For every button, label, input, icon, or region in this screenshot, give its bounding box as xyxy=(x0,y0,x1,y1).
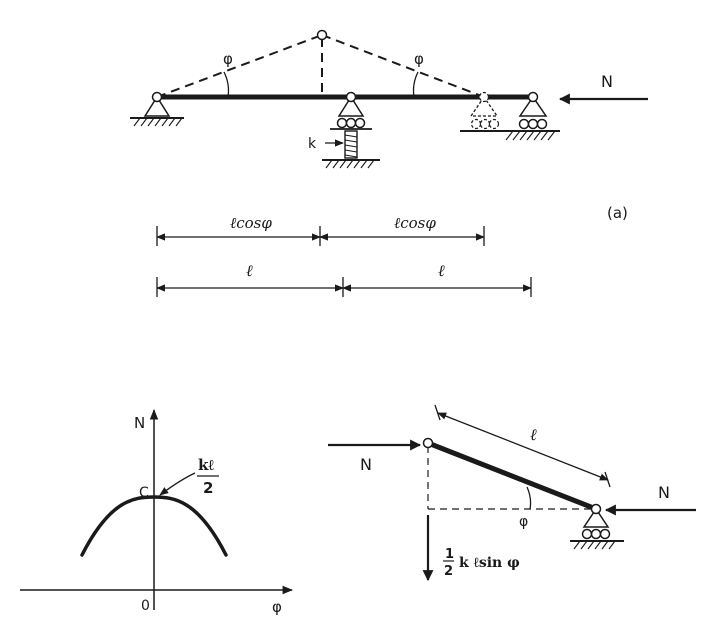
panel-a: φ φ k N (a) ℓcosφ ℓcosφ ℓ ℓ xyxy=(130,29,648,297)
reaction-fraction-numerator: 1 xyxy=(445,547,454,562)
angle-label-left: φ xyxy=(223,50,233,68)
bar-angle-arc xyxy=(526,486,532,510)
angle-label-right: φ xyxy=(414,50,424,68)
deformed-hinge xyxy=(316,29,328,41)
peak-point-label: C xyxy=(139,485,149,501)
dim-label-top-right: ℓcosφ xyxy=(394,214,436,232)
angle-arc-right xyxy=(412,71,419,98)
reaction-fraction-denominator: 2 xyxy=(444,564,453,579)
peak-value-numerator: kℓ xyxy=(198,456,214,474)
bar-length-label: ℓ xyxy=(530,425,537,444)
panel-label-a: (a) xyxy=(607,204,628,222)
dim-label-bottom-right: ℓ xyxy=(438,261,445,280)
middle-spring-support xyxy=(322,91,380,169)
deformed-left-dashed-line xyxy=(156,34,323,98)
angle-arc-left xyxy=(223,71,230,98)
peak-value-denominator: 2 xyxy=(203,479,213,497)
right-roller-support xyxy=(460,91,560,141)
bar-angle-label: φ xyxy=(519,514,528,530)
origin-label: 0 xyxy=(141,598,150,614)
peak-pointer-arrow xyxy=(159,472,196,496)
displaced-roller-dashed xyxy=(469,91,500,130)
n-phi-graph: N φ 0 C kℓ 2 xyxy=(20,408,294,616)
n-axis-label: N xyxy=(134,414,145,432)
axial-load-label: N xyxy=(601,72,613,91)
bar-top-hinge xyxy=(422,437,434,449)
left-force-label: N xyxy=(360,455,372,474)
bar-roller-support xyxy=(570,503,624,550)
spring-label: k xyxy=(308,136,317,152)
phi-axis-label: φ xyxy=(272,598,282,616)
dim-label-top-left: ℓcosφ xyxy=(230,214,272,232)
tilted-bar xyxy=(425,440,599,512)
dim-label-bottom-left: ℓ xyxy=(246,261,253,280)
deformed-right-dashed-line xyxy=(321,34,485,98)
bar-length-dimension xyxy=(437,412,609,481)
free-body-diagram: ℓ φ N N 1 2 k ℓsin φ xyxy=(328,404,696,582)
right-force-label: N xyxy=(658,483,670,502)
stability-curve xyxy=(80,495,228,557)
reaction-force-label: k ℓsin φ xyxy=(459,555,520,571)
left-pin-support xyxy=(130,91,184,127)
dimension-lines xyxy=(156,226,532,297)
